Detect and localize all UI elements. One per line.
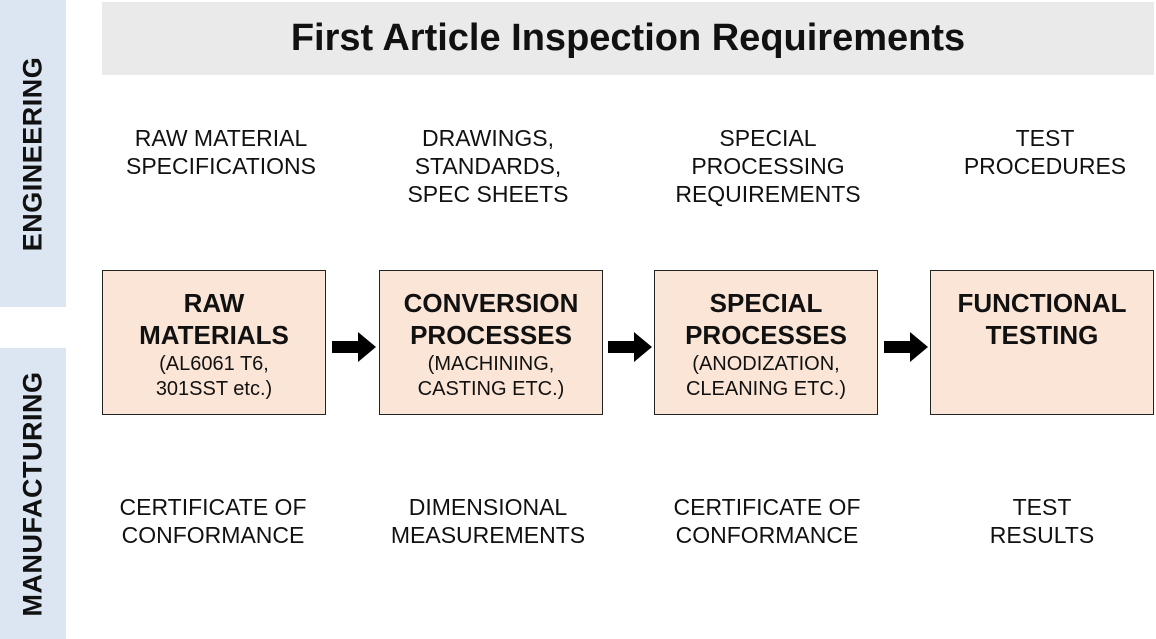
engineering-input-test-procedures: TEST PROCEDURES (963, 125, 1127, 179)
manufacturing-output-dimensional: DIMENSIONAL MEASUREMENTS (390, 494, 586, 548)
engineering-input-raw-material: RAW MATERIAL SPECIFICATIONS (126, 125, 316, 179)
engineering-band: ENGINEERING (0, 0, 66, 307)
manufacturing-output-certificate: CERTIFICATE OF CONFORMANCE (673, 494, 861, 548)
engineering-input-drawings: DRAWINGS, STANDARDS, SPEC SHEETS (407, 125, 569, 207)
title-bar: First Article Inspection Requirements (102, 2, 1154, 75)
stage-box-special-processes: SPECIAL PROCESSES (ANODIZATION, CLEANING… (654, 270, 878, 415)
manufacturing-band: MANUFACTURING (0, 348, 66, 639)
engineering-label: ENGINEERING (17, 56, 48, 251)
page-title: First Article Inspection Requirements (290, 17, 966, 59)
manufacturing-label: MANUFACTURING (17, 371, 48, 616)
stage-subtitle: (MACHINING, CASTING ETC.) (417, 353, 565, 400)
stage-box-raw-materials: RAW MATERIALS (AL6061 T6, 301SST etc.) (102, 270, 326, 415)
flow-arrow-icon (608, 332, 652, 362)
stage-box-conversion-processes: CONVERSION PROCESSES (MACHINING, CASTING… (379, 270, 603, 415)
flow-arrow-icon (884, 332, 928, 362)
stage-title: FUNCTIONAL TESTING (957, 288, 1127, 350)
manufacturing-output-test-results: TEST RESULTS (989, 494, 1095, 548)
stage-title: CONVERSION PROCESSES (403, 288, 579, 350)
stage-subtitle: (ANODIZATION, CLEANING ETC.) (685, 353, 847, 400)
stage-subtitle: (AL6061 T6, 301SST etc.) (155, 353, 273, 400)
manufacturing-output-certificate: CERTIFICATE OF CONFORMANCE (119, 494, 307, 548)
stage-box-functional-testing: FUNCTIONAL TESTING (930, 270, 1154, 415)
stage-title: SPECIAL PROCESSES (685, 288, 847, 350)
flow-arrow-icon (332, 332, 376, 362)
engineering-input-special-processing: SPECIAL PROCESSING REQUIREMENTS (675, 125, 861, 207)
stage-title: RAW MATERIALS (139, 288, 289, 350)
